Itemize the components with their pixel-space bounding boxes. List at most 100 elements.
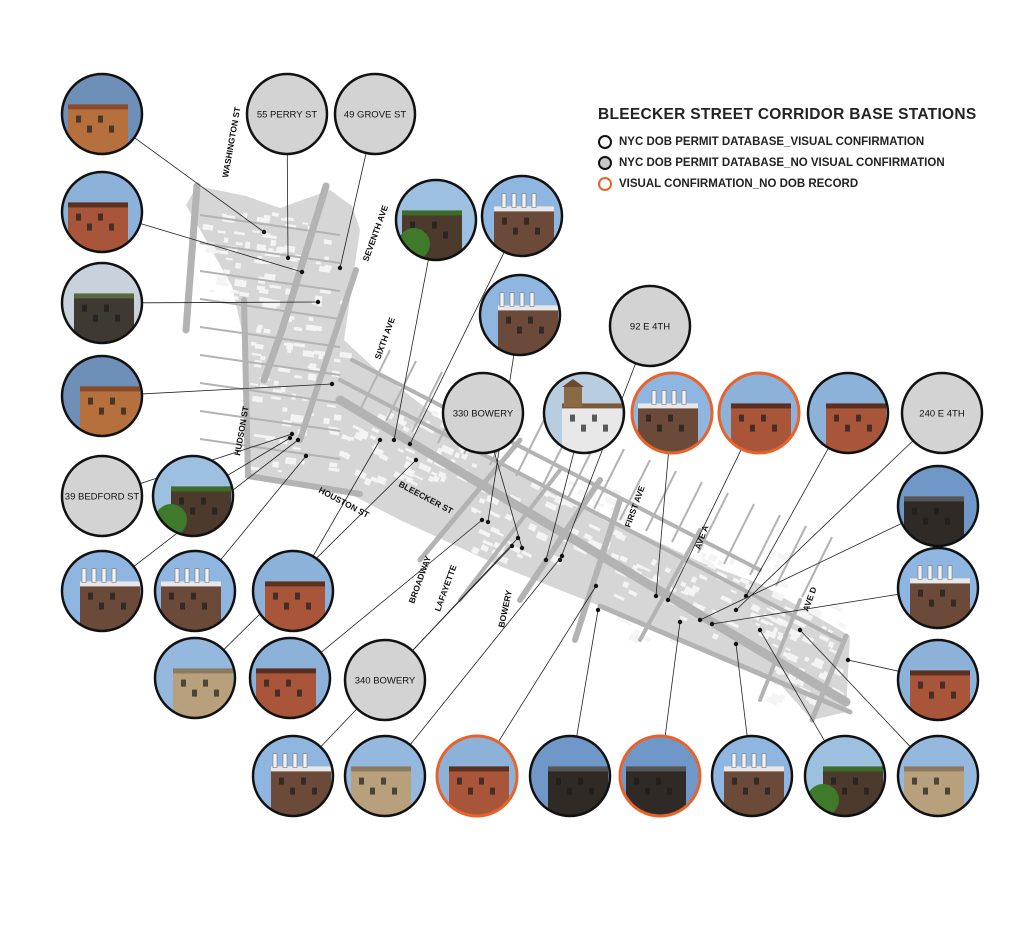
black-station-ring — [806, 371, 890, 455]
station-visual[interactable] — [542, 371, 626, 456]
station-visual[interactable] — [248, 636, 332, 721]
black-station-ring — [394, 178, 478, 262]
leader-line — [140, 223, 303, 273]
station-visual[interactable] — [60, 261, 144, 346]
legend-item-label: NYC DOB PERMIT DATABASE_VISUAL CONFIRMAT… — [619, 135, 925, 148]
station-photo-water-tower — [544, 373, 624, 453]
station-location-dot — [733, 607, 739, 613]
station-photo-antenna-roof — [253, 736, 333, 816]
station-visual[interactable] — [528, 734, 612, 819]
station-no-visual[interactable]: 240 E 4TH — [900, 371, 984, 455]
station-no-visual[interactable]: 92 E 4TH — [608, 284, 692, 368]
station-location-dot — [315, 299, 321, 305]
black-station-ring — [251, 734, 335, 818]
station-no-visual[interactable]: 55 PERRY ST — [245, 72, 329, 156]
station-visual[interactable] — [60, 549, 144, 634]
black-station-ring — [710, 734, 794, 818]
station-location-dot — [557, 557, 563, 563]
black-station-ring — [480, 174, 564, 258]
leader-line — [339, 152, 367, 269]
station-photo-tree-building — [396, 180, 476, 260]
station-visual[interactable] — [251, 734, 335, 819]
station-no-record[interactable] — [618, 734, 702, 819]
station-location-dot — [665, 597, 671, 603]
gray-station-circle — [333, 72, 417, 156]
station-photo-dark-building — [898, 466, 978, 546]
legend-item-visual: NYC DOB PERMIT DATABASE_VISUAL CONFIRMAT… — [598, 131, 977, 152]
station-visual[interactable] — [896, 638, 980, 723]
station-visual[interactable] — [394, 178, 478, 263]
station-location-dot — [519, 545, 525, 551]
orange-station-ring — [630, 371, 714, 455]
leader-line — [559, 363, 637, 561]
leader-line — [576, 609, 599, 737]
station-no-visual[interactable]: 330 BOWERY — [441, 371, 525, 455]
orange-station-ring — [717, 371, 801, 455]
station-visual[interactable] — [343, 734, 427, 819]
station-photo-tree-building — [805, 736, 885, 816]
leader-line — [227, 437, 291, 476]
station-photo-brick-building — [62, 172, 142, 252]
legend-item-no-record: VISUAL CONFIRMATION_NO DOB RECORD — [598, 173, 977, 194]
street-map — [182, 182, 853, 723]
leader-line — [655, 452, 669, 597]
station-no-record[interactable] — [630, 371, 714, 456]
station-location-dot — [289, 431, 295, 437]
station-photo-antenna-roof — [632, 373, 712, 453]
gray-station-circle — [245, 72, 329, 156]
station-location-dot — [377, 437, 383, 443]
leader-line — [141, 383, 333, 395]
station-visual[interactable] — [896, 464, 980, 549]
leader-line — [847, 659, 900, 672]
station-visual[interactable] — [896, 734, 980, 819]
station-location-dot — [303, 453, 309, 459]
station-visual[interactable] — [151, 454, 235, 539]
station-visual[interactable] — [153, 636, 237, 721]
leader-line — [223, 459, 417, 651]
station-location-dot — [509, 543, 515, 549]
station-no-record[interactable] — [717, 371, 801, 456]
station-visual[interactable] — [480, 174, 564, 259]
station-visual[interactable] — [710, 734, 794, 819]
station-no-visual[interactable]: 39 BEDFORD ST — [60, 454, 144, 538]
station-photo-brick-wall — [62, 74, 142, 154]
leader-line — [699, 522, 903, 621]
station-visual[interactable] — [60, 354, 144, 439]
black-station-ring — [542, 371, 626, 455]
station-visual[interactable] — [60, 170, 144, 255]
station-location-dot — [709, 621, 715, 627]
station-photo-antenna-roof — [480, 275, 560, 355]
street-label: SEVENTH AVE — [360, 203, 390, 262]
station-location-dot — [697, 617, 703, 623]
station-visual[interactable] — [803, 734, 887, 819]
station-visual[interactable] — [153, 549, 237, 634]
station-location-dot — [757, 627, 763, 633]
gray-station-circle — [900, 371, 984, 455]
station-visual[interactable] — [251, 549, 335, 634]
station-address-label: 49 GROVE ST — [344, 110, 406, 121]
station-visual[interactable] — [478, 273, 562, 358]
leader-line — [320, 545, 513, 748]
gray-station-circle — [608, 284, 692, 368]
street-label: SIXTH AVE — [372, 316, 397, 361]
black-station-ring — [60, 170, 144, 254]
station-location-dot — [391, 437, 397, 443]
station-visual[interactable] — [896, 546, 980, 631]
station-visual[interactable] — [806, 371, 890, 456]
legend-item-label: NYC DOB PERMIT DATABASE_NO VISUAL CONFIR… — [619, 156, 945, 169]
gray-station-circle — [60, 454, 144, 538]
street-label: BOWERY — [496, 589, 514, 629]
black-station-ring — [528, 734, 612, 818]
station-no-record[interactable] — [435, 734, 519, 819]
station-no-visual[interactable]: 340 BOWERY — [343, 638, 427, 722]
station-circles: 55 PERRY ST 49 GROVE ST 92 E 4TH 330 BOWERY… — [60, 72, 984, 819]
station-location-dot — [261, 229, 267, 235]
station-visual[interactable] — [60, 72, 144, 157]
black-station-ring — [248, 636, 332, 720]
station-location-dot — [845, 657, 851, 663]
leader-line — [141, 301, 319, 304]
leader-line — [711, 593, 899, 625]
station-photo-tree-building — [153, 456, 233, 536]
station-no-visual[interactable]: 49 GROVE ST — [333, 72, 417, 156]
black-station-ring — [60, 261, 144, 345]
